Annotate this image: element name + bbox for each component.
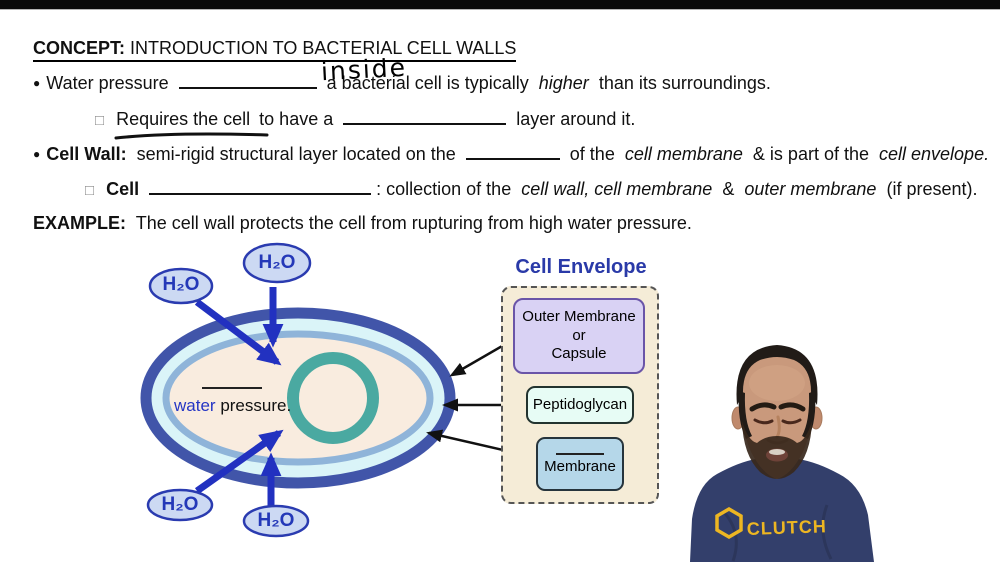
legend-peptidoglycan-box: Peptidoglycan xyxy=(526,386,634,424)
teeth xyxy=(769,449,785,455)
cell-wall-t2: of the xyxy=(569,144,615,164)
cell-def-t2: & xyxy=(722,179,735,199)
legend-membrane-box: Membrane xyxy=(536,437,624,491)
checkbox-marker-icon: □ xyxy=(85,182,95,199)
bullet-icon: ● xyxy=(33,76,41,90)
closed-eye xyxy=(781,418,802,425)
bullet-icon: ● xyxy=(33,147,41,161)
membrane-blank-line xyxy=(556,453,604,456)
h2o-label: H₂O xyxy=(258,252,296,273)
clutch-logo-text: CLUTCH xyxy=(746,516,827,539)
nucleoid-ring xyxy=(287,352,379,444)
water-pressure-post1: a bacterial cell is typically xyxy=(326,73,529,93)
note-line-requires: □ Requires the cell to have a layer arou… xyxy=(95,108,636,140)
cell-wall-term: Cell Wall: xyxy=(46,144,127,164)
water-pressure-pre: Water pressure xyxy=(46,73,169,93)
outer-membrane-line3: Capsule xyxy=(551,345,607,363)
cell-def-t3: (if present). xyxy=(886,179,978,199)
water-arrow-bottom-left xyxy=(194,429,284,494)
bacterial-cell-diagram xyxy=(140,242,539,538)
outer-membrane-line2: or xyxy=(572,326,586,344)
cell-wall-i2: cell envelope. xyxy=(879,144,990,164)
hand-underlined-phrase: Requires the cell xyxy=(114,109,269,140)
peptidoglycan-label: Peptidoglycan xyxy=(532,395,628,413)
requires-underlined-text: Requires the cell xyxy=(116,109,251,129)
water-pressure-post2: than its surroundings. xyxy=(598,73,771,93)
concept-title: INTRODUCTION TO BACTERIAL CELL WALLS xyxy=(130,38,517,58)
cell-def-t1: : collection of the xyxy=(376,179,512,199)
legend-outer-membrane-box: Outer Membrane or Capsule xyxy=(513,298,645,374)
water-word: water xyxy=(174,396,216,415)
h2o-label: H₂O xyxy=(161,494,199,515)
example-line: EXAMPLE: The cell wall protects the cell… xyxy=(33,213,692,235)
checkbox-marker-icon: □ xyxy=(95,112,105,129)
h2o-label: H₂O xyxy=(257,510,295,531)
membrane-label: Membrane xyxy=(544,458,616,476)
sideburn xyxy=(802,391,816,439)
h2o-bubble-bottom-left xyxy=(146,488,214,522)
concept-title-line: CONCEPT: INTRODUCTION TO BACTERIAL CELL … xyxy=(33,38,517,62)
example-label: EXAMPLE: xyxy=(33,213,127,233)
blank-inside: inside xyxy=(178,53,407,89)
h2o-bubble-top-middle xyxy=(242,242,312,284)
presenter-hair xyxy=(736,345,818,405)
legend-title: Cell Envelope xyxy=(515,256,647,278)
nose xyxy=(775,415,781,439)
water-pressure-italic: higher xyxy=(538,73,589,93)
note-line-cell-wall: ● Cell Wall: semi-rigid structural layer… xyxy=(33,143,989,166)
requires-mid: to have a xyxy=(259,109,334,129)
cell-wall-t3: & is part of the xyxy=(752,144,869,164)
presenter-avatar: CLUTCH xyxy=(690,345,874,562)
handwritten-answer-inside: inside xyxy=(319,52,408,87)
blank-outside xyxy=(465,143,560,160)
h2o-label: H₂O xyxy=(162,274,200,295)
cell-term: Cell xyxy=(106,179,140,199)
example-text: The cell wall protects the cell from rup… xyxy=(135,213,692,233)
cell-def-i1: cell wall, cell membrane xyxy=(521,179,713,199)
eyebrow xyxy=(778,402,806,412)
blank-structural-layer xyxy=(343,108,507,125)
cell-def-i2: outer membrane xyxy=(744,179,877,199)
water-pressure-label: water pressure. xyxy=(174,396,291,416)
handwritten-underline xyxy=(114,132,269,140)
blank-envelope xyxy=(149,178,372,195)
h2o-bubble-top-left xyxy=(148,267,214,305)
note-line-cell-envelope-def: □ Cell : collection of the cell wall, ce… xyxy=(85,178,977,201)
shirt-wrinkle xyxy=(821,504,833,560)
cell-wall-t1: semi-rigid structural layer located on t… xyxy=(136,144,456,164)
water-arrow-top-left xyxy=(194,299,282,366)
eyebrow xyxy=(749,402,777,412)
concept-label: CONCEPT: xyxy=(33,38,126,58)
pressure-word: pressure. xyxy=(220,396,292,415)
forehead-highlight xyxy=(749,365,805,401)
cell-wall-i1: cell membrane xyxy=(624,144,743,164)
top-black-bar xyxy=(0,0,1000,10)
h2o-bubble-bottom-middle xyxy=(242,504,310,538)
clutch-hexagon-icon xyxy=(715,506,743,540)
closed-eye xyxy=(753,418,774,425)
sideburn xyxy=(738,391,752,439)
outer-membrane-line1: Outer Membrane xyxy=(522,307,636,325)
requires-post: layer around it. xyxy=(516,109,636,129)
note-line-water-pressure: ● Water pressure inside a bacterial cell… xyxy=(33,53,771,95)
